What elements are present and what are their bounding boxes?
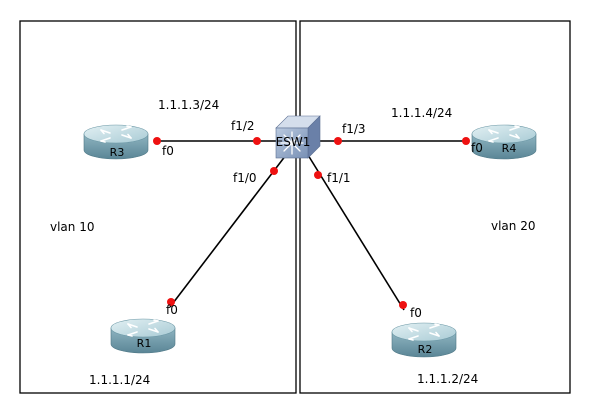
router-r2[interactable]: R2	[391, 322, 457, 358]
vlan-10-area	[19, 20, 297, 394]
port-dot-r1	[167, 298, 175, 306]
vlan-10-label: vlan 10	[50, 220, 94, 234]
port-label-f1-0: f1/0	[233, 171, 257, 185]
link-switch-r2	[307, 154, 405, 311]
port-label-f1-2: f1/2	[231, 119, 255, 133]
vlan-20-label: vlan 20	[491, 219, 535, 233]
links	[156, 140, 468, 311]
multilayer-switch-icon	[280, 131, 304, 155]
router-r1[interactable]: R1	[110, 318, 176, 354]
port-dot-r2	[399, 301, 407, 309]
address-r3: 1.1.1.3/24	[158, 98, 219, 112]
router-r3[interactable]: R3	[83, 124, 149, 160]
port-dot-f1-0	[270, 167, 278, 175]
port-label-f1-1: f1/1	[327, 171, 351, 185]
port-label-f1-3: f1/3	[342, 122, 366, 136]
router-r4[interactable]: R4	[471, 124, 537, 160]
address-r2: 1.1.1.2/24	[417, 372, 478, 386]
link-switch-r1	[169, 154, 287, 308]
address-r4: 1.1.1.4/24	[391, 106, 452, 120]
port-dot-f1-1	[314, 171, 322, 179]
vlan-20-area	[299, 20, 571, 394]
port-label-r4: f0	[471, 141, 483, 155]
port-dot-r3	[153, 137, 161, 145]
port-dots	[153, 137, 470, 309]
port-label-r3: f0	[162, 144, 174, 158]
router-r4-label: R4	[502, 142, 517, 155]
switch-esw1[interactable]: ESW1	[275, 115, 321, 159]
port-dot-f1-2	[253, 137, 261, 145]
port-dot-r4	[462, 137, 470, 145]
port-label-r2: f0	[410, 306, 422, 320]
address-r1: 1.1.1.1/24	[89, 373, 150, 387]
router-r2-label: R2	[418, 343, 433, 356]
switch-label: ESW1	[276, 135, 311, 149]
router-r3-label: R3	[110, 146, 125, 159]
port-dot-f1-3	[334, 137, 342, 145]
port-label-r1: f0	[166, 303, 178, 317]
router-r1-label: R1	[137, 337, 152, 350]
